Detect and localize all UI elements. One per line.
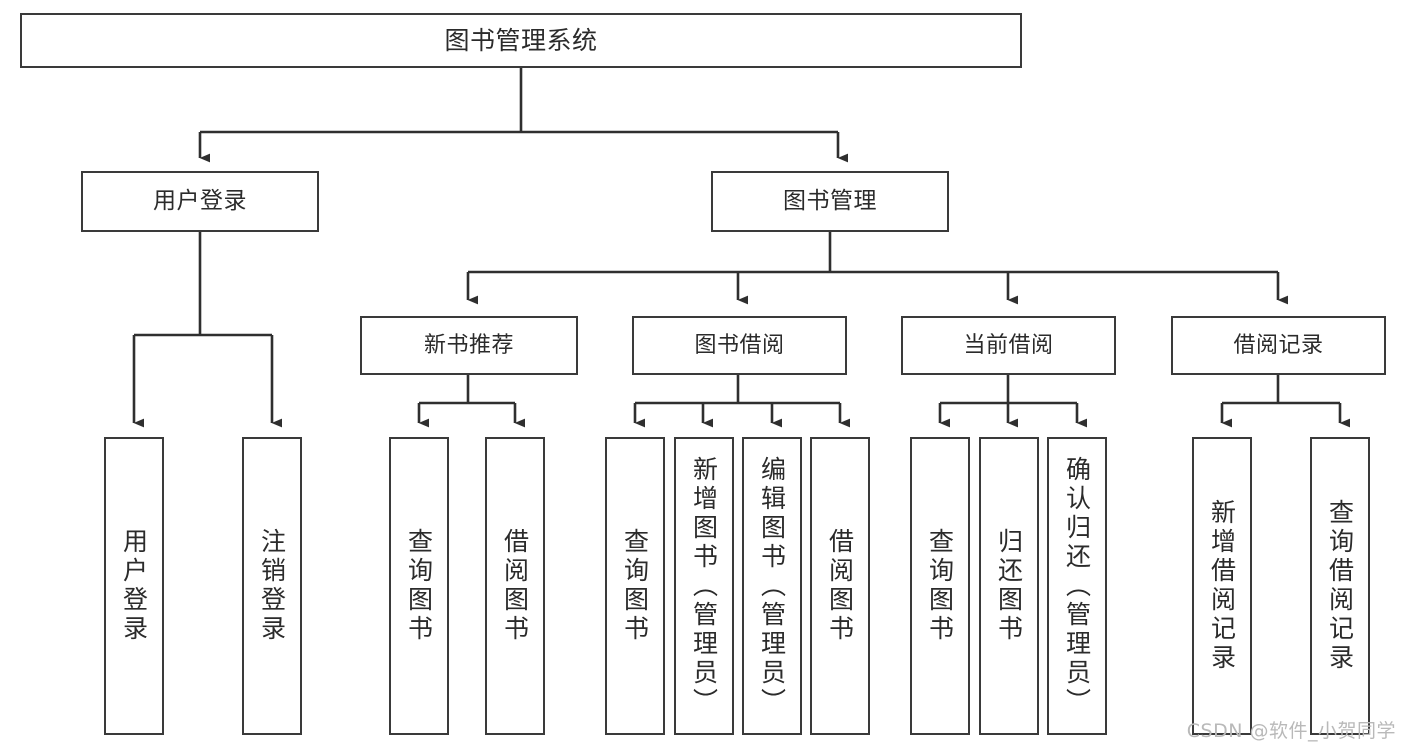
- node-label: 编辑图书（管理员）: [757, 455, 787, 717]
- node-label: 图书管理: [783, 187, 877, 214]
- node-label: 查询借阅记录: [1325, 499, 1355, 673]
- node-book-borrow[interactable]: 图书借阅: [632, 316, 847, 375]
- leaf-node-borrow-book-1[interactable]: 借阅图书: [485, 437, 545, 735]
- node-label: 借阅记录: [1233, 332, 1324, 358]
- node-label: 借阅图书: [825, 528, 855, 644]
- leaf-node-add-book[interactable]: 新增图书（管理员）: [674, 437, 734, 735]
- node-label: 图书借阅: [694, 332, 785, 358]
- node-label: 查询图书: [925, 528, 955, 644]
- node-label: 图书管理系统: [444, 25, 598, 55]
- leaf-node-edit-book[interactable]: 编辑图书（管理员）: [742, 437, 802, 735]
- leaf-node-confirm-return[interactable]: 确认归还（管理员）: [1047, 437, 1107, 735]
- node-new-book-recommend[interactable]: 新书推荐: [360, 316, 578, 375]
- node-label: 新增借阅记录: [1207, 499, 1237, 673]
- leaf-node-return-book[interactable]: 归还图书: [979, 437, 1039, 735]
- node-borrow-record[interactable]: 借阅记录: [1171, 316, 1386, 375]
- leaf-node-user-login[interactable]: 用户登录: [104, 437, 164, 735]
- node-root-book-management-system[interactable]: 图书管理系统: [20, 13, 1022, 68]
- csdn-watermark: CSDN @软件_小贺同学: [1186, 720, 1396, 742]
- leaf-node-borrow-book-2[interactable]: 借阅图书: [810, 437, 870, 735]
- node-label: 借阅图书: [500, 528, 530, 644]
- node-user-login[interactable]: 用户登录: [81, 171, 319, 232]
- node-book-management[interactable]: 图书管理: [711, 171, 949, 232]
- node-label: 新书推荐: [423, 332, 514, 358]
- leaf-node-query-book-2[interactable]: 查询图书: [605, 437, 665, 735]
- node-label: 新增图书（管理员）: [689, 455, 719, 717]
- leaf-node-query-book-1[interactable]: 查询图书: [389, 437, 449, 735]
- node-label: 当前借阅: [963, 332, 1054, 358]
- leaf-node-logout-login[interactable]: 注销登录: [242, 437, 302, 735]
- leaf-node-query-book-3[interactable]: 查询图书: [910, 437, 970, 735]
- node-label: 确认归还（管理员）: [1062, 455, 1092, 717]
- node-label: 注销登录: [257, 528, 287, 644]
- node-label: 归还图书: [994, 528, 1024, 644]
- node-label: 查询图书: [620, 528, 650, 644]
- node-label: 用户登录: [153, 187, 247, 214]
- node-label: 查询图书: [404, 528, 434, 644]
- node-current-borrow[interactable]: 当前借阅: [901, 316, 1116, 375]
- leaf-node-add-borrow-record[interactable]: 新增借阅记录: [1192, 437, 1252, 735]
- node-label: 用户登录: [119, 528, 149, 644]
- leaf-node-query-borrow-record[interactable]: 查询借阅记录: [1310, 437, 1370, 735]
